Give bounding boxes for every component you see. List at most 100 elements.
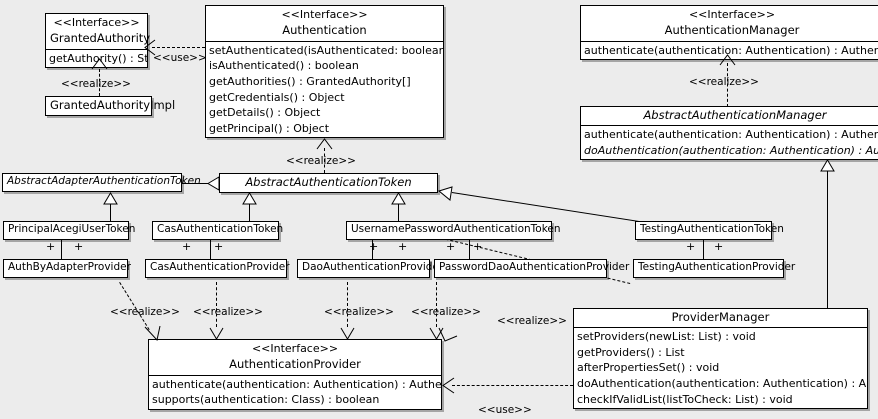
association-plus-left-1: + [46, 240, 56, 253]
realize-label-testing-authentication-provider: <<realize>> [497, 315, 567, 327]
class-box-cas-authentication-provider[interactable]: CasAuthenticationProvider [145, 259, 290, 278]
class-header-password-dao-authentication-provider: PasswordDaoAuthenticationProvider [435, 260, 630, 277]
class-box-authentication-provider[interactable]: <<Interface>> AuthenticationProvider aut… [148, 339, 442, 410]
operations-provider-manager: setProviders(newList: List) : void getPr… [574, 328, 867, 408]
realize-label-abstract-authentication-token: <<realize>> [286, 155, 356, 167]
realize-label-abstract-authentication-manager: <<realize>> [689, 76, 759, 88]
operation-row: checkIfValidList(listToCheck: List) : vo… [577, 392, 793, 406]
class-name-abstract-authentication-token: AbstractAuthenticationToken [245, 175, 412, 189]
class-box-abstract-authentication-manager[interactable]: AbstractAuthenticationManager authentica… [580, 106, 878, 161]
operation-row: getCredentials() : Object [209, 90, 345, 104]
class-name-authentication-provider: AuthenticationProvider [229, 356, 361, 371]
association-link-userpass-token-passworddao-provider [469, 240, 470, 259]
operation-row: doAuthentication(authentication: Authent… [584, 143, 878, 157]
class-name-authentication-manager: AuthenticationManager [664, 22, 800, 37]
class-box-testing-authentication-provider[interactable]: TestingAuthenticationProvider [633, 259, 795, 278]
class-box-testing-authentication-token[interactable]: TestingAuthenticationToken [635, 221, 784, 240]
class-box-principal-acegi-user-token[interactable]: PrincipalAcegiUserToken [3, 221, 136, 240]
operation-row: authenticate(authentication: Authenticat… [584, 128, 878, 142]
association-link-cas-token-cas-provider [210, 240, 211, 259]
stereotype-interface-authentication-provider: <<Interface>> [251, 342, 339, 355]
generalization-link-testing-authentication-token [451, 192, 646, 223]
generalization-arrowhead-abstract-authentication-manager [820, 159, 835, 172]
operations-granted-authority: getAuthority() : String [46, 50, 147, 68]
use-arrowhead-authentication-provider [442, 377, 455, 394]
class-box-granted-authority-impl[interactable]: GrantedAuthorityImpl [45, 96, 176, 117]
realize-arrowhead-grantedauthority [91, 58, 108, 70]
class-box-cas-authentication-token[interactable]: CasAuthenticationToken [152, 221, 283, 240]
generalization-link-username-password-token [398, 204, 399, 221]
class-name-dao-authentication-provider: DaoAuthenticationProvider [302, 261, 444, 273]
class-name-cas-authentication-provider: CasAuthenticationProvider [150, 261, 290, 273]
realize-arrowhead-authentication [316, 138, 333, 150]
operation-row: getDetails() : Object [209, 106, 321, 120]
realize-label-password-dao-authentication-provider: <<realize>> [411, 306, 481, 318]
class-box-authentication-manager[interactable]: <<Interface>> AuthenticationManager auth… [580, 5, 878, 61]
realize-link-dao-authentication-provider [347, 282, 348, 327]
association-plus-left-4: + [446, 240, 456, 253]
association-plus-left-2: + [182, 240, 192, 253]
class-header-username-password-authentication-token: UsernamePasswordAuthenticationToken [347, 222, 561, 239]
class-header-testing-authentication-provider: TestingAuthenticationProvider [634, 260, 795, 277]
generalization-arrowhead-abstract-token-from-userpass [391, 192, 406, 205]
divider-authentication-provider [149, 374, 441, 376]
class-box-granted-authority[interactable]: <<Interface>> GrantedAuthority getAuthor… [45, 13, 150, 69]
use-label-grantedauthority: <<use>> [153, 52, 207, 64]
class-name-auth-by-adapter-provider: AuthByAdapterProvider [8, 261, 131, 273]
realize-link-cas-authentication-provider [216, 282, 217, 327]
operation-row: getProviders() : List [577, 345, 685, 359]
class-box-provider-manager[interactable]: ProviderManager setProviders(newList: Li… [573, 308, 868, 410]
class-name-username-password-authentication-token: UsernamePasswordAuthenticationToken [351, 223, 561, 235]
realize-arrowhead-provider-from-dao [340, 327, 355, 340]
use-arrowhead-grantedauthority [144, 39, 156, 56]
divider-authentication [206, 40, 443, 42]
realize-label-auth-by-adapter-provider: <<realize>> [110, 306, 180, 318]
realize-label-cas-authentication-provider: <<realize>> [193, 306, 263, 318]
operation-row: getPrincipal() : Object [209, 121, 330, 135]
operation-row: doAuthentication(authentication: Authent… [577, 377, 867, 390]
class-header-granted-authority: <<Interface>> GrantedAuthority [46, 14, 150, 49]
realize-link-abstract-authentication-manager [727, 63, 728, 107]
association-plus-right-3: + [398, 240, 408, 253]
generalization-link-abstract-adapter-token [181, 183, 209, 184]
operations-authentication: setAuthenticated(isAuthenticated: boolea… [206, 42, 443, 138]
realize-label-dao-authentication-provider: <<realize>> [324, 306, 394, 318]
association-plus-right-2: + [214, 240, 224, 253]
operations-authentication-manager: authenticate(authentication: Authenticat… [581, 42, 878, 60]
class-header-abstract-authentication-manager: AbstractAuthenticationManager [581, 107, 878, 125]
divider-provider-manager [574, 327, 867, 329]
class-header-authentication-manager: <<Interface>> AuthenticationManager [581, 6, 878, 41]
class-box-abstract-authentication-token[interactable]: AbstractAuthenticationToken [219, 173, 438, 194]
realize-arrowhead-provider-from-testing [437, 327, 459, 343]
class-name-granted-authority-impl: GrantedAuthorityImpl [50, 98, 176, 112]
association-plus-left-5: + [686, 240, 696, 253]
stereotype-interface-authentication: <<Interface>> [281, 8, 368, 21]
class-box-username-password-authentication-token[interactable]: UsernamePasswordAuthenticationToken [346, 221, 561, 240]
operation-row: supports(authentication: Class) : boolea… [152, 393, 380, 407]
class-header-abstract-authentication-token: AbstractAuthenticationToken [220, 174, 437, 192]
realize-arrowhead-provider-from-authbyadapter [144, 326, 164, 341]
class-header-abstract-adapter-authentication-token: AbstractAdapterAuthenticationToken [3, 174, 201, 191]
realize-link-password-dao-authentication-provider [436, 282, 437, 327]
generalization-link-provider-manager [827, 171, 828, 309]
class-name-principal-acegi-user-token: PrincipalAcegiUserToken [8, 223, 136, 235]
class-header-authentication-provider: <<Interface>> AuthenticationProvider [149, 340, 441, 375]
class-name-testing-authentication-token: TestingAuthenticationToken [640, 223, 784, 235]
class-box-abstract-adapter-authentication-token[interactable]: AbstractAdapterAuthenticationToken [2, 173, 201, 192]
class-name-abstract-adapter-authentication-token: AbstractAdapterAuthenticationToken [7, 175, 201, 187]
operation-row: getAuthorities() : GrantedAuthority[] [209, 74, 411, 88]
association-link-principal-token-authbyadapter [61, 240, 62, 259]
class-box-dao-authentication-provider[interactable]: DaoAuthenticationProvider [297, 259, 444, 278]
operations-abstract-authentication-manager: authenticate(authentication: Authenticat… [581, 126, 878, 159]
class-name-password-dao-authentication-provider: PasswordDaoAuthenticationProvider [439, 261, 630, 273]
class-header-granted-authority-impl: GrantedAuthorityImpl [46, 97, 176, 115]
class-box-auth-by-adapter-provider[interactable]: AuthByAdapterProvider [3, 259, 131, 278]
use-label-provider-manager: <<use>> [478, 404, 532, 416]
realize-arrowhead-provider-from-cas [209, 327, 224, 340]
class-box-authentication[interactable]: <<Interface>> Authentication setAuthenti… [205, 5, 444, 139]
operation-row: afterPropertiesSet() : void [577, 361, 720, 375]
operation-row: authenticate(authentication: Authenticat… [152, 377, 441, 391]
generalization-arrowhead-abstract-authentication-token [207, 176, 220, 191]
class-box-password-dao-authentication-provider[interactable]: PasswordDaoAuthenticationProvider [434, 259, 630, 278]
stereotype-interface-granted-authority: <<Interface>> [53, 16, 140, 29]
